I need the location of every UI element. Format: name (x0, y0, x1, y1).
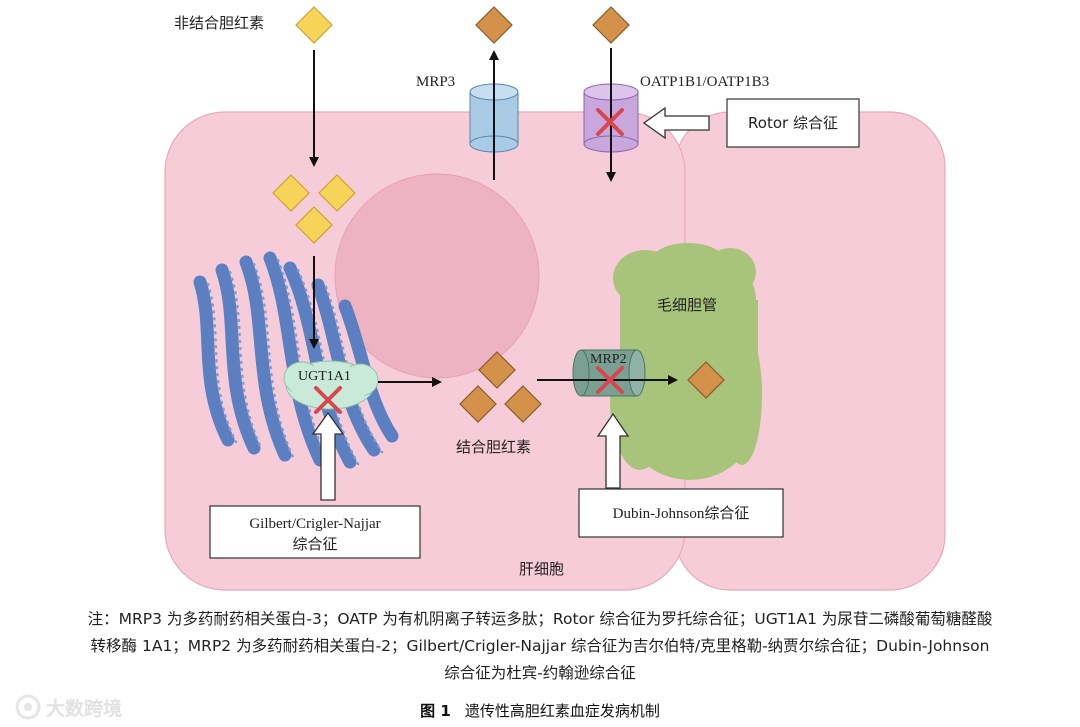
label-conjugated-bilirubin: 结合胆红素 (456, 438, 531, 456)
watermark-text: 大数跨境 (46, 697, 122, 720)
label-ugt1a1: UGT1A1 (298, 369, 351, 384)
diamond-unconjugated-2 (318, 174, 356, 212)
figure-caption: 图 1 遗传性高胆红素血症发病机制 (0, 700, 1080, 721)
label-oatp: OATP1B1/OATP1B3 (640, 74, 769, 90)
gilbert-box-line2: 综合征 (292, 535, 337, 553)
gilbert-box-line1: Gilbert/Crigler-Najjar (249, 516, 380, 532)
ugt1a1-enzyme-fill (290, 364, 370, 406)
bile-canaliculus (610, 243, 762, 480)
diamond-unconjugated-3 (295, 206, 333, 244)
note-line-2: 转移酶 1A1；MRP2 为多药耐药相关蛋白-2；Gilbert/Crigler… (90, 637, 990, 655)
caption-number: 图 1 (420, 702, 451, 720)
gilbert-box (209, 505, 421, 559)
figure-note: 注：MRP3 为多药耐药相关蛋白-3；OATP 为有机阴离子转运多肽；Rotor… (12, 606, 1068, 687)
diamond-conjugated-mrp3 (475, 6, 513, 44)
cross-mrp2 (596, 366, 624, 394)
watermark-logo: 大数跨境 (15, 694, 122, 720)
bilirubin-molecules (272, 6, 725, 423)
rotor-box (726, 98, 860, 148)
block-arrow-rotor (642, 106, 710, 140)
diamond-conjugated-canaliculus (687, 361, 725, 399)
label-hepatocyte: 肝细胞 (519, 560, 564, 578)
block-arrows (311, 106, 710, 501)
diamond-conjugated-1 (478, 351, 516, 389)
label-canaliculus: 毛细胆管 (657, 296, 717, 314)
block-arrow-dubin (596, 412, 630, 489)
diamond-unconjugated-top (295, 6, 333, 44)
nucleus (334, 173, 540, 379)
dubin-box (578, 488, 784, 538)
cross-ugt (314, 386, 342, 414)
inhibition-marks (314, 108, 624, 414)
flow-arrows (309, 48, 678, 387)
block-arrow-gilbert (311, 411, 345, 501)
rotor-box-text: Rotor 综合征 (748, 114, 838, 132)
note-line-1: 注：MRP3 为多药耐药相关蛋白-3；OATP 为有机阴离子转运多肽；Rotor… (87, 610, 993, 628)
watermark-icon (15, 694, 41, 720)
label-mrp3: MRP3 (416, 74, 455, 90)
bilirubin-mechanism-diagram: 非结合胆红素 MRP3 OATP1B1/OATP1B3 UGT1A1 MRP2 … (164, 6, 946, 591)
diamond-conjugated-2 (459, 385, 497, 423)
label-unconjugated-bilirubin: 非结合胆红素 (174, 14, 264, 32)
diamond-unconjugated-1 (272, 174, 310, 212)
label-mrp2: MRP2 (590, 352, 627, 367)
cross-oatp (596, 108, 624, 136)
diamond-conjugated-3 (504, 385, 542, 423)
diamond-conjugated-oatp (592, 6, 630, 44)
caption-title: 遗传性高胆红素血症发病机制 (464, 702, 660, 720)
note-line-3: 综合征为杜宾-约翰逊综合征 (444, 664, 636, 682)
dubin-box-text: Dubin-Johnson综合征 (613, 505, 750, 522)
mrp2-transporter (572, 349, 646, 397)
